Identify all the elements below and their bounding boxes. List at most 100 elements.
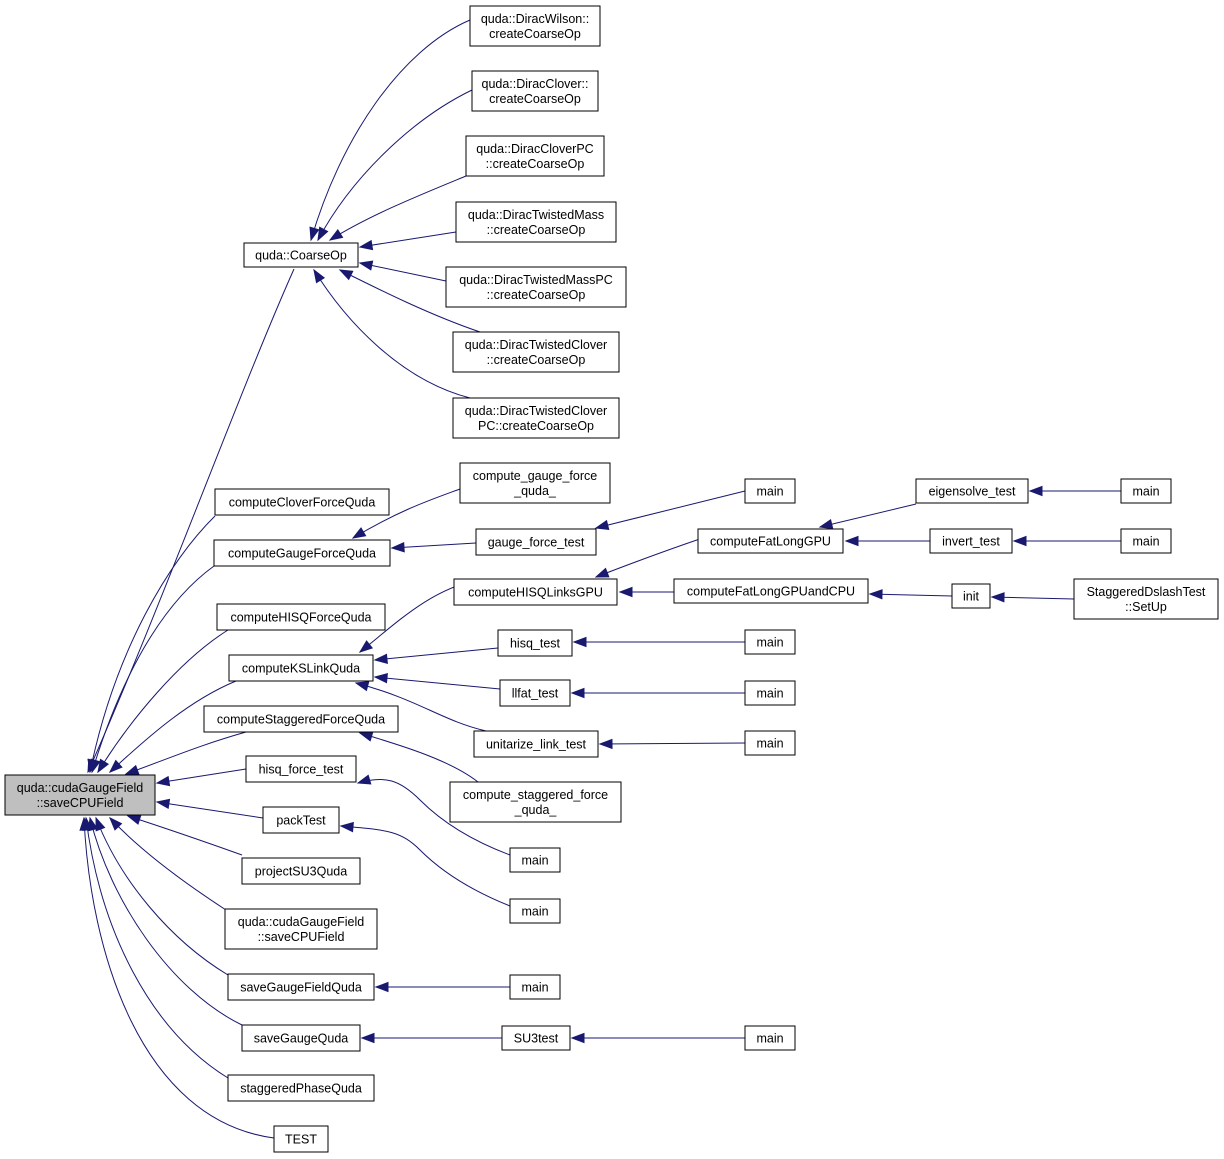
node-llfat[interactable]: llfat_test: [499, 679, 571, 707]
node-coarseop[interactable]: quda::CoarseOp: [243, 242, 359, 268]
node-packtest[interactable]: packTest: [262, 806, 340, 834]
node-invtest[interactable]: invert_test: [929, 528, 1013, 554]
node-cloverforce[interactable]: computeCloverForceQuda: [214, 488, 390, 516]
node-tc_cc[interactable]: quda::DiracTwistedClover::createCoarseOp: [452, 331, 620, 373]
node-box: [501, 1025, 571, 1051]
node-wilson_cc[interactable]: quda::DiracWilson::createCoarseOp: [469, 5, 601, 47]
edge-line: [329, 175, 467, 241]
edge-su3test-to-savegq: [360, 1032, 502, 1044]
node-main_hisq[interactable]: main: [744, 629, 796, 655]
node-label: packTest: [276, 814, 326, 828]
node-box: [509, 974, 561, 1000]
node-root[interactable]: quda::cudaGaugeField::saveCPUField: [4, 774, 156, 816]
node-label: hisq_test: [510, 637, 561, 651]
node-box: [951, 583, 991, 609]
edge-cloverpc_cc-to-coarseop: [328, 175, 467, 241]
node-label: eigensolve_test: [929, 485, 1016, 499]
node-box: [452, 397, 620, 439]
arrowhead: [124, 764, 140, 775]
node-box: [473, 730, 599, 758]
edge-line: [317, 89, 473, 241]
node-label: main: [521, 854, 548, 868]
node-gf_test[interactable]: gauge_force_test: [475, 528, 597, 556]
node-label: quda::DiracCloverPC: [476, 142, 593, 156]
node-label: ::saveCPUField: [258, 930, 345, 944]
node-csf_quda[interactable]: compute_staggered_force_quda_: [449, 781, 622, 823]
arrowhead: [358, 640, 374, 653]
node-su3test[interactable]: SU3test: [501, 1025, 571, 1051]
arrowhead: [598, 738, 613, 750]
node-unitarize[interactable]: unitarize_link_test: [473, 730, 599, 758]
node-main_inv[interactable]: main: [1120, 528, 1172, 554]
node-label: ::createCoarseOp: [486, 157, 585, 171]
node-savegfq[interactable]: saveGaugeFieldQuda: [227, 973, 375, 1001]
arrowhead: [990, 592, 1005, 603]
node-projectsu3[interactable]: projectSU3Quda: [241, 857, 361, 885]
edge-kslink-to-root: [108, 680, 237, 773]
node-main_hft[interactable]: main: [509, 847, 561, 873]
node-gaugeforce[interactable]: computeGaugeForceQuda: [213, 539, 391, 567]
node-main_pack[interactable]: main: [509, 898, 561, 924]
node-clover_cc[interactable]: quda::DiracClover::createCoarseOp: [471, 70, 599, 112]
node-hisqforce[interactable]: computeHISQForceQuda: [216, 603, 386, 631]
node-savecpu2[interactable]: quda::cudaGaugeField::saveCPUField: [224, 908, 378, 950]
node-eigtest[interactable]: eigensolve_test: [915, 478, 1029, 504]
node-cgf_quda[interactable]: compute_gauge_force_quda_: [459, 462, 611, 504]
node-box: [915, 478, 1029, 504]
node-label: quda::cudaGaugeField: [17, 781, 144, 795]
node-label: hisq_force_test: [259, 763, 344, 777]
arrowhead: [351, 527, 367, 539]
node-test[interactable]: TEST: [273, 1125, 329, 1153]
node-main_eig[interactable]: main: [1120, 478, 1172, 504]
node-hisqforcetest[interactable]: hisq_force_test: [245, 755, 357, 783]
edge-main_unit-to-unitarize: [598, 738, 746, 750]
node-hisqlinks[interactable]: computeHISQLinksGPU: [453, 578, 618, 606]
edge-hisqforce-to-root: [97, 629, 229, 774]
node-staggphase[interactable]: staggeredPhaseQuda: [227, 1074, 375, 1102]
node-label: quda::DiracTwistedClover: [465, 404, 607, 418]
edge-line: [339, 269, 481, 333]
arrowhead: [594, 519, 610, 531]
node-cloverpc_cc[interactable]: quda::DiracCloverPC::createCoarseOp: [465, 135, 605, 177]
node-init[interactable]: init: [951, 583, 991, 609]
node-label: ::SetUp: [1125, 600, 1167, 614]
node-tcpc_cc[interactable]: quda::DiracTwistedCloverPC::createCoarse…: [452, 397, 620, 439]
arrowhead: [570, 1032, 585, 1044]
node-setup[interactable]: StaggeredDslashTest::SetUp: [1073, 578, 1219, 620]
node-hisqtest[interactable]: hisq_test: [497, 629, 573, 657]
edge-line: [359, 262, 447, 282]
arrowhead: [1012, 535, 1027, 547]
node-box: [214, 488, 390, 516]
node-main_llfat[interactable]: main: [744, 680, 796, 706]
node-tm_cc[interactable]: quda::DiracTwistedMass::createCoarseOp: [455, 201, 617, 243]
node-main_gf[interactable]: main: [744, 478, 796, 504]
edge-line: [310, 19, 471, 241]
node-label: ::createCoarseOp: [487, 223, 586, 237]
node-label: main: [1132, 535, 1159, 549]
node-savegq[interactable]: saveGaugeQuda: [241, 1024, 361, 1052]
node-box: [465, 135, 605, 177]
node-staggforce[interactable]: computeStaggeredForceQuda: [203, 705, 399, 733]
node-label: _quda_: [514, 803, 558, 817]
arrowhead: [328, 228, 344, 241]
node-box: [241, 1024, 361, 1052]
arrowhead: [309, 226, 320, 242]
edge-hisqtest-to-kslink: [373, 647, 499, 664]
node-tmpc_cc[interactable]: quda::DiracTwistedMassPC::createCoarseOp: [445, 266, 627, 308]
edge-line: [595, 490, 746, 529]
node-label: main: [521, 905, 548, 919]
node-main_unit[interactable]: main: [744, 730, 796, 756]
edge-projectsu3-to-root: [126, 814, 243, 856]
node-main_su3[interactable]: main: [744, 1025, 796, 1051]
node-label: quda::DiracTwistedMass: [468, 208, 604, 222]
node-main_sgf[interactable]: main: [509, 974, 561, 1000]
node-label: llfat_test: [512, 687, 559, 701]
node-fatlong[interactable]: computeFatLongGPU: [697, 528, 844, 554]
edge-main_pack-to-packtest: [339, 821, 511, 907]
node-label: computeFatLongGPU: [710, 535, 831, 549]
node-fatlongcpu[interactable]: computeFatLongGPUandCPU: [673, 578, 869, 604]
node-label: quda::DiracTwistedMassPC: [459, 273, 613, 287]
node-label: ::saveCPUField: [37, 796, 124, 810]
node-label: ::createCoarseOp: [487, 353, 586, 367]
node-kslink[interactable]: computeKSLinkQuda: [228, 654, 374, 682]
